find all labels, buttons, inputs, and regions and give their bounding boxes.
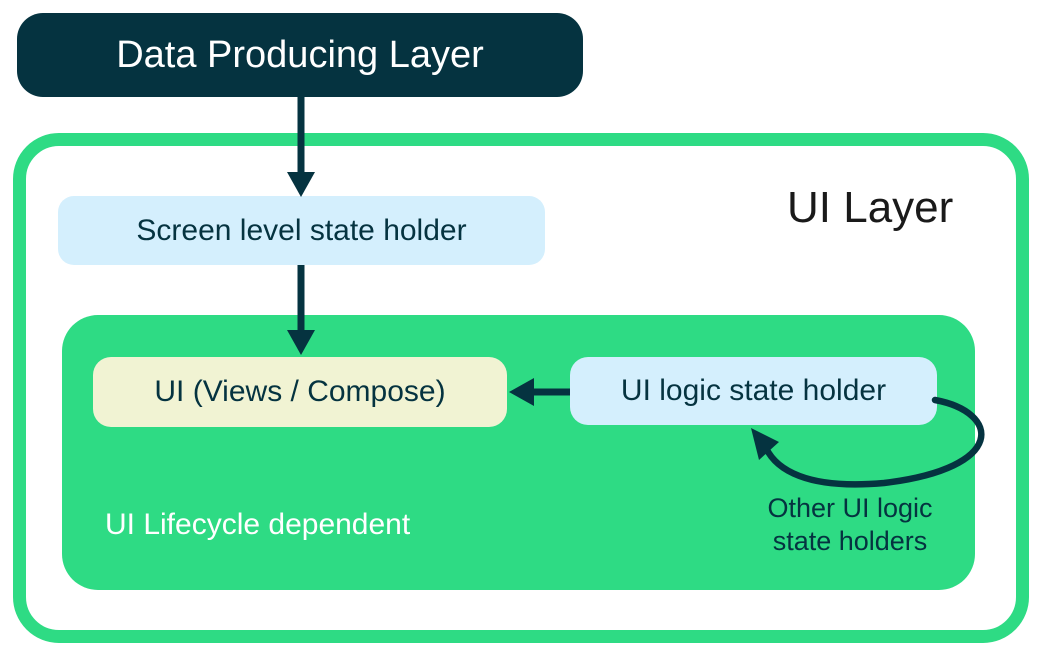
- ui-views-compose-box: UI (Views / Compose): [93, 357, 507, 427]
- other-ui-logic-note: Other UI logic state holders: [767, 493, 933, 556]
- ui-logic-state-holder-box: UI logic state holder: [570, 357, 937, 425]
- screen-state-holder-label: Screen level state holder: [136, 213, 467, 247]
- lifecycle-caption: UI Lifecycle dependent: [105, 508, 411, 541]
- data-producing-layer-box: Data Producing Layer: [17, 13, 583, 97]
- data-producing-layer-label: Data Producing Layer: [116, 33, 484, 76]
- ui-logic-state-holder-label: UI logic state holder: [620, 374, 887, 407]
- screen-state-holder-box: Screen level state holder: [58, 196, 545, 265]
- ui-views-compose-label: UI (Views / Compose): [154, 375, 446, 408]
- ui-layer-title: UI Layer: [787, 183, 954, 232]
